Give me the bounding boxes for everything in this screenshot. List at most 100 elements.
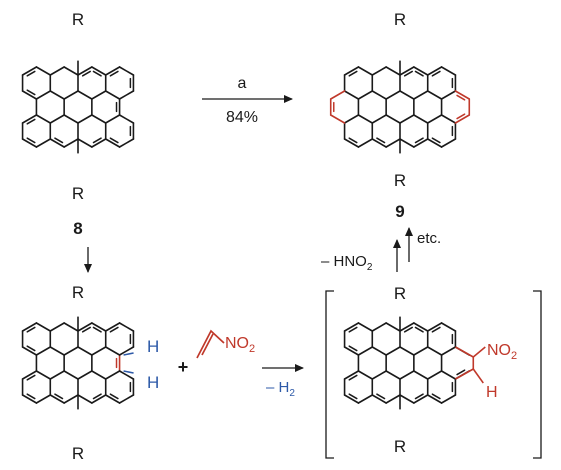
bond-33 xyxy=(21,114,38,124)
bond-33 xyxy=(343,370,360,380)
bond-14 xyxy=(77,394,93,404)
bond-17 xyxy=(357,370,374,380)
bond-3 xyxy=(385,370,401,380)
bond-37-double xyxy=(431,70,441,77)
bond-48 xyxy=(329,90,346,100)
bond-27-double xyxy=(414,70,424,77)
bond-23 xyxy=(91,90,107,100)
bond-24 xyxy=(63,138,79,148)
bond-38 xyxy=(35,66,52,76)
bond-44 xyxy=(118,138,135,148)
bond-30 xyxy=(35,138,52,148)
bond-37-double xyxy=(109,326,119,333)
bond-27 xyxy=(413,322,429,332)
bond-31 xyxy=(21,138,38,148)
bond-0 xyxy=(399,346,415,356)
bond-16 xyxy=(371,114,387,124)
bond-14 xyxy=(77,138,93,148)
bond-27-double xyxy=(414,326,424,333)
bond-27 xyxy=(413,66,429,76)
bond-31 xyxy=(343,138,360,148)
bond-19 xyxy=(357,346,374,356)
bond-2 xyxy=(399,370,415,380)
compound-8-r-bottom: R xyxy=(72,184,84,203)
bond-6 xyxy=(63,322,79,332)
bond-30 xyxy=(35,394,52,404)
bond-25-double xyxy=(376,393,386,400)
bond-16 xyxy=(371,370,387,380)
bond-25 xyxy=(49,394,65,404)
bond-33-double xyxy=(348,374,358,381)
bond-2 xyxy=(77,370,93,380)
bond-31 xyxy=(343,394,360,404)
bond-41-double xyxy=(26,326,36,333)
bond-45 xyxy=(104,394,121,404)
bond-29 xyxy=(399,322,415,332)
bond-10 xyxy=(371,322,387,332)
bond-24 xyxy=(385,138,401,148)
bond-41 xyxy=(21,322,38,332)
bond-27-double xyxy=(92,326,102,333)
bond-13-double xyxy=(92,137,102,144)
bond-5 xyxy=(63,90,79,100)
bond-39 xyxy=(343,346,360,356)
bond-8 xyxy=(49,90,65,100)
bond-31-double xyxy=(348,393,358,400)
bond-22 xyxy=(426,114,443,124)
bond-13-double xyxy=(414,393,424,400)
bond-6 xyxy=(385,66,401,76)
bond-27 xyxy=(91,322,107,332)
adduct-bond-nitro xyxy=(472,346,486,358)
bond-49 xyxy=(454,90,471,100)
bond-0 xyxy=(399,90,415,100)
nitro-adduct-intermediate xyxy=(343,316,486,410)
bond-34 xyxy=(118,66,135,76)
bond-33-double xyxy=(26,118,36,125)
bond-31 xyxy=(21,394,38,404)
bond-39 xyxy=(21,90,38,100)
bond-25-double xyxy=(376,137,386,144)
bond-13 xyxy=(413,138,429,148)
bond-31-double xyxy=(26,137,36,144)
bond-42 xyxy=(440,114,457,124)
bond-37-double xyxy=(431,326,441,333)
adduct-bond-lower xyxy=(455,368,474,380)
bond-41 xyxy=(21,66,38,76)
bond-25 xyxy=(371,138,387,148)
bond-41-double xyxy=(26,70,36,77)
bond-29 xyxy=(77,322,93,332)
bond-10 xyxy=(49,322,65,332)
bond-24 xyxy=(63,394,79,404)
bond-2 xyxy=(77,114,93,124)
bond-16 xyxy=(49,370,65,380)
bond-29 xyxy=(77,66,93,76)
bond-30 xyxy=(357,394,374,404)
bond-23 xyxy=(413,346,429,356)
bond-2 xyxy=(399,114,415,124)
bond-5 xyxy=(385,346,401,356)
bond-0 xyxy=(77,346,93,356)
bond-11 xyxy=(91,370,107,380)
bond-36 xyxy=(440,346,457,356)
bond-19 xyxy=(35,346,52,356)
bond-38 xyxy=(357,322,374,332)
bay-region-structure xyxy=(21,316,135,410)
reagent-label-a: a xyxy=(238,75,247,92)
bond-29-double xyxy=(403,70,413,77)
bond-45 xyxy=(426,394,443,404)
nitroethylene: NO2 xyxy=(196,329,255,359)
bond-39-double xyxy=(26,345,36,352)
intermediate-hydrogen-label: H xyxy=(486,384,498,401)
bond-0 xyxy=(77,90,93,100)
bond-44 xyxy=(118,394,135,404)
bond-49-double xyxy=(456,94,466,101)
bond-42 xyxy=(440,370,457,380)
bay-hydrogen-upper: H xyxy=(147,337,159,356)
compound-8-number: 8 xyxy=(73,219,82,238)
bond-39-double xyxy=(348,345,358,352)
bond-45 xyxy=(104,138,121,148)
plus-sign: + xyxy=(178,357,189,377)
intermediate-r-top: R xyxy=(394,284,406,303)
bay-hydrogen-lower: H xyxy=(147,373,159,392)
